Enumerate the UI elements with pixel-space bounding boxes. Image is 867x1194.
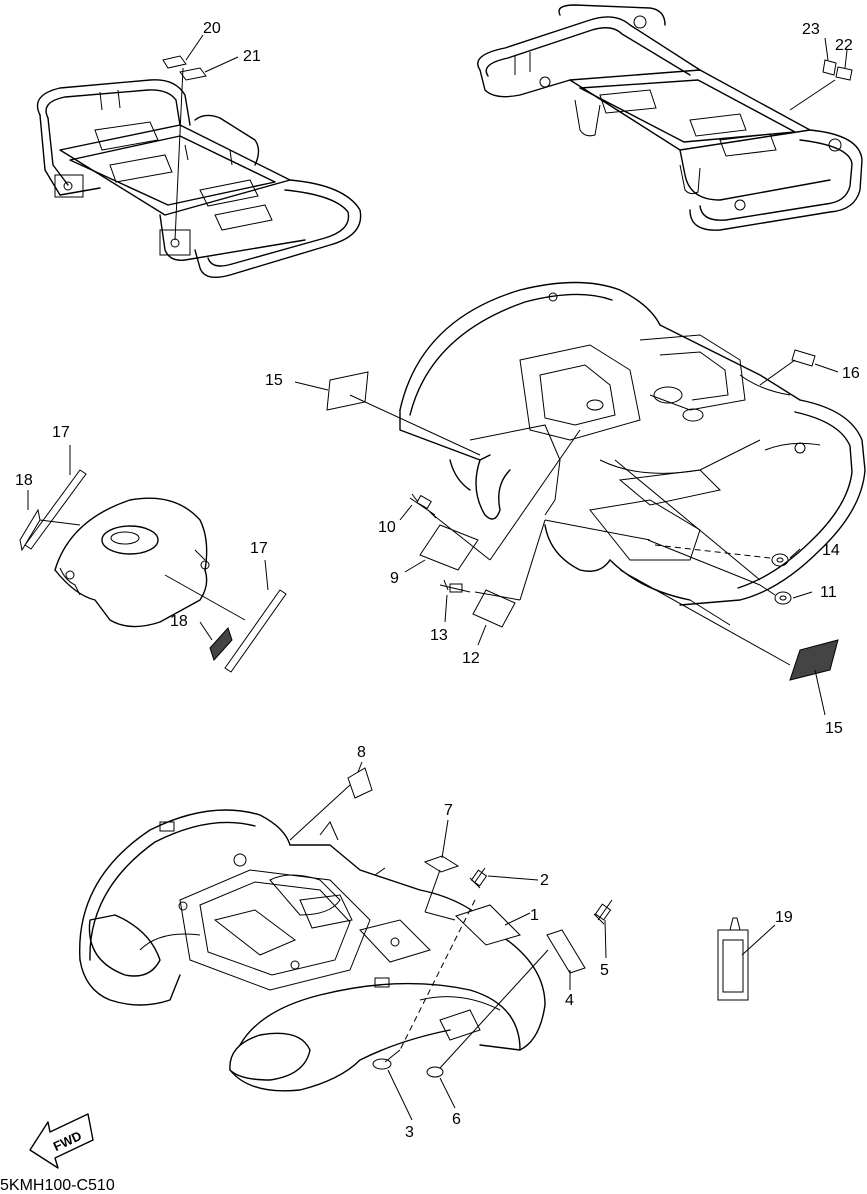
front-fender [79,809,546,1092]
drawing-code: 5KMH100-C510 [0,1177,115,1194]
callout-14: 14 [822,542,840,559]
fuel-tank-cover [54,497,210,628]
callout-9: 9 [390,570,399,587]
callout-20: 20 [203,20,221,37]
callout-15-upper: 15 [265,372,283,389]
front-carrier [36,79,362,278]
rear-fender [399,281,866,606]
callout-7: 7 [444,802,453,819]
callout-23: 23 [802,21,820,38]
rear-carrier [477,4,863,231]
decals [19,55,853,1078]
callout-4: 4 [565,992,574,1009]
callout-5: 5 [600,962,609,979]
callout-17-left: 17 [52,424,70,441]
callout-17-right: 17 [250,540,268,557]
callout-labels: 1 2 3 4 5 6 7 8 9 10 11 12 13 14 15 15 1… [15,20,860,1141]
callout-22: 22 [835,37,853,54]
callout-21: 21 [243,48,261,65]
callout-16: 16 [842,365,860,382]
callout-13: 13 [430,627,448,644]
callout-18-right: 18 [170,613,188,630]
callout-6: 6 [452,1111,461,1128]
callout-2: 2 [540,872,549,889]
callout-3: 3 [405,1124,414,1141]
callout-1: 1 [530,907,539,924]
callout-10: 10 [378,519,396,536]
callout-8: 8 [357,744,366,761]
callout-11: 11 [820,584,837,601]
fwd-label: FWD [51,1128,84,1154]
callout-18-left: 18 [15,472,33,489]
fwd-arrow-icon: FWD [29,1113,94,1169]
callout-15-lower: 15 [825,720,843,737]
callout-19: 19 [775,909,793,926]
leader-lines [27,34,848,1121]
callout-12: 12 [462,650,480,667]
